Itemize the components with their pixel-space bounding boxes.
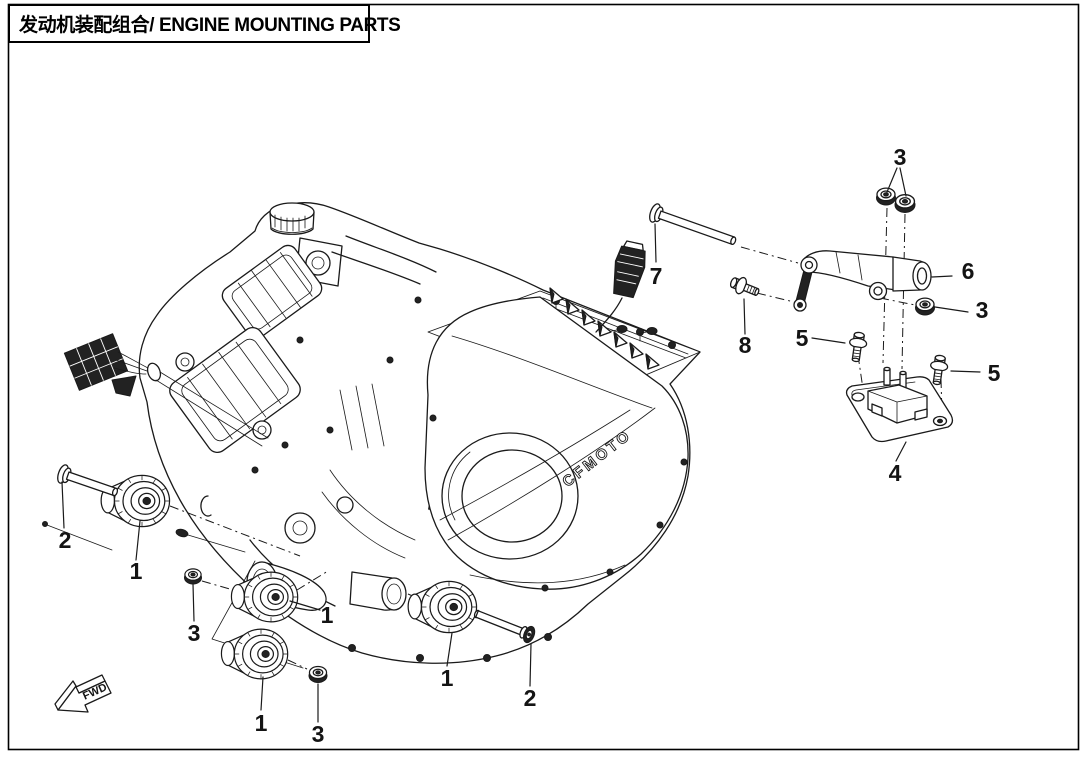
callout-5-right: 5 bbox=[988, 360, 1001, 386]
flange-nut-top-1 bbox=[875, 187, 897, 206]
rubber-mount-3 bbox=[220, 628, 289, 680]
callout-2-left: 2 bbox=[59, 527, 72, 553]
rubber-mount-2 bbox=[230, 571, 299, 623]
engine-illustration: CFMOTO bbox=[42, 202, 701, 664]
flange-nut-top-2 bbox=[894, 194, 916, 214]
engine-hanger-bracket bbox=[793, 250, 932, 312]
rear-valve-cover bbox=[221, 244, 323, 340]
engine-mount-plate bbox=[845, 366, 954, 443]
long-bolt-left bbox=[57, 464, 119, 497]
rubber-mount-1 bbox=[100, 474, 171, 528]
callout-1-b: 1 bbox=[321, 602, 334, 628]
small-bolt bbox=[727, 273, 763, 302]
callout-3-left: 3 bbox=[188, 620, 201, 646]
callout-3-bottom: 3 bbox=[312, 721, 325, 747]
callout-7: 7 bbox=[650, 263, 663, 289]
left-connector bbox=[63, 333, 269, 447]
page-title: 发动机装配组合/ ENGINE MOUNTING PARTS bbox=[19, 15, 401, 36]
page-border bbox=[7, 3, 1080, 751]
callout-1-d: 1 bbox=[441, 665, 454, 691]
callout-6: 6 bbox=[962, 258, 975, 284]
long-bolt-bottom bbox=[473, 609, 536, 644]
air-filter-cap bbox=[269, 202, 315, 235]
callout-leaders bbox=[61, 167, 981, 723]
flange-nut-right bbox=[914, 297, 936, 316]
callout-5-left: 5 bbox=[796, 325, 809, 351]
flange-bolt-right bbox=[927, 353, 950, 387]
flange-nut-bottom bbox=[308, 665, 328, 684]
callout-4: 4 bbox=[889, 460, 902, 486]
flange-bolt-left bbox=[846, 330, 869, 364]
fwd-direction-arrow: FWD bbox=[54, 674, 112, 713]
callout-8: 8 bbox=[739, 332, 752, 358]
callout-1-a: 1 bbox=[130, 558, 143, 584]
cvt-cover: CFMOTO bbox=[424, 287, 689, 592]
top-connector bbox=[595, 240, 646, 333]
cvt-fins bbox=[549, 287, 660, 370]
callout-1-c: 1 bbox=[255, 710, 268, 736]
flange-nut-left bbox=[183, 568, 203, 585]
callout-2-bottom: 2 bbox=[524, 685, 537, 711]
callout-3-top: 3 bbox=[894, 144, 907, 170]
long-bolt-top bbox=[649, 203, 737, 246]
callout-labels: 3 6 3 7 8 5 5 4 2 1 3 1 1 3 1 2 bbox=[59, 144, 1001, 747]
title-box: 发动机装配组合/ ENGINE MOUNTING PARTS bbox=[8, 4, 401, 43]
front-valve-cover bbox=[169, 327, 301, 453]
callout-3-right: 3 bbox=[976, 297, 989, 323]
